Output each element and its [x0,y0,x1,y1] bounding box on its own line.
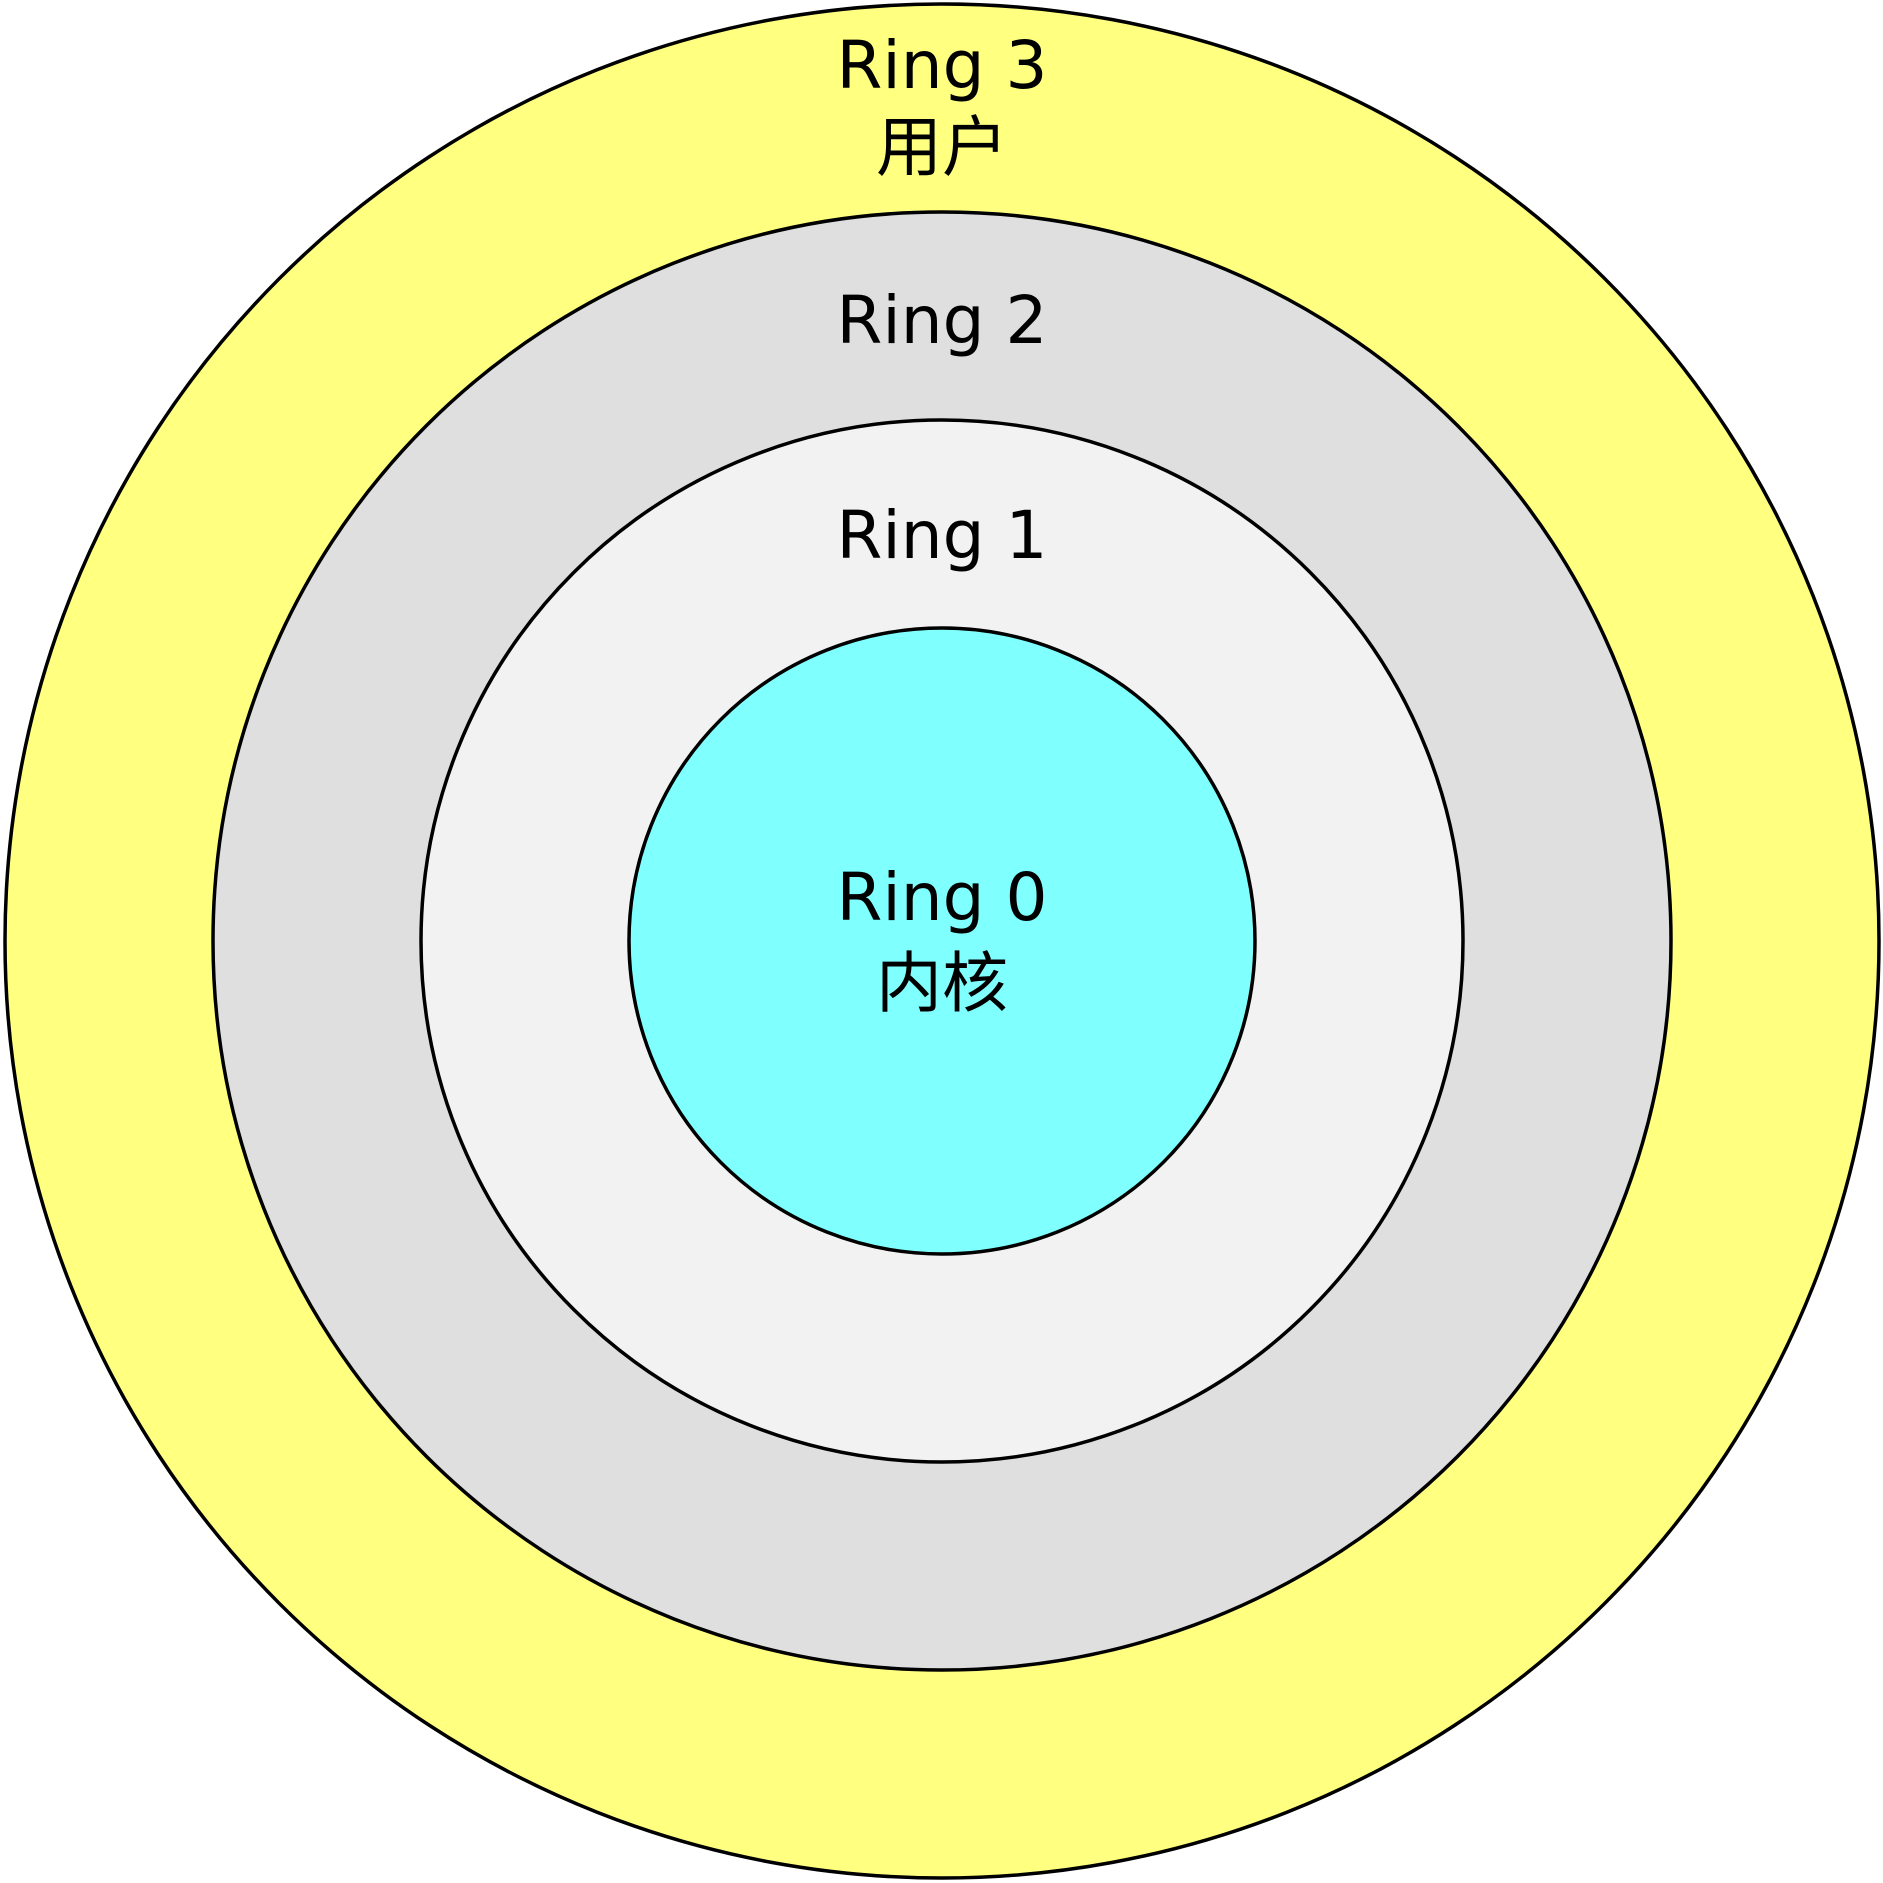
ring-2-label: Ring 2 [837,282,1048,359]
ring-0-sublabel: 内核 [876,945,1008,1022]
ring-1-label: Ring 1 [837,497,1048,574]
ring-3-label: Ring 3 [837,27,1048,104]
ring-0-circle [627,626,1257,1256]
ring-0-label: Ring 0 [837,859,1048,936]
ring-3-sublabel: 用户 [876,109,1008,186]
